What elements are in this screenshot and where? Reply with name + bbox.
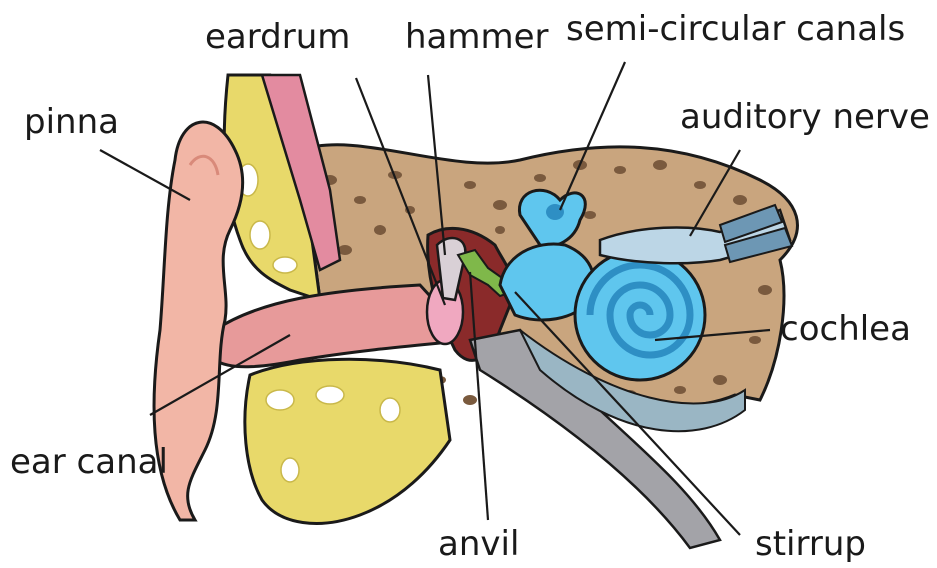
- label-cochlea: cochlea: [780, 312, 911, 346]
- label-pinna: pinna: [24, 105, 119, 139]
- label-semi-circular-canals: semi-circular canals: [566, 12, 905, 46]
- label-stirrup: stirrup: [755, 527, 866, 561]
- label-anvil: anvil: [438, 527, 519, 561]
- cochlea-shape: [575, 250, 705, 380]
- label-auditory-nerve: auditory nerve: [680, 100, 930, 134]
- lower-fat-tissue: [245, 359, 450, 523]
- label-ear-canal: ear canal: [10, 445, 168, 479]
- label-hammer: hammer: [405, 20, 549, 54]
- label-eardrum: eardrum: [205, 20, 350, 54]
